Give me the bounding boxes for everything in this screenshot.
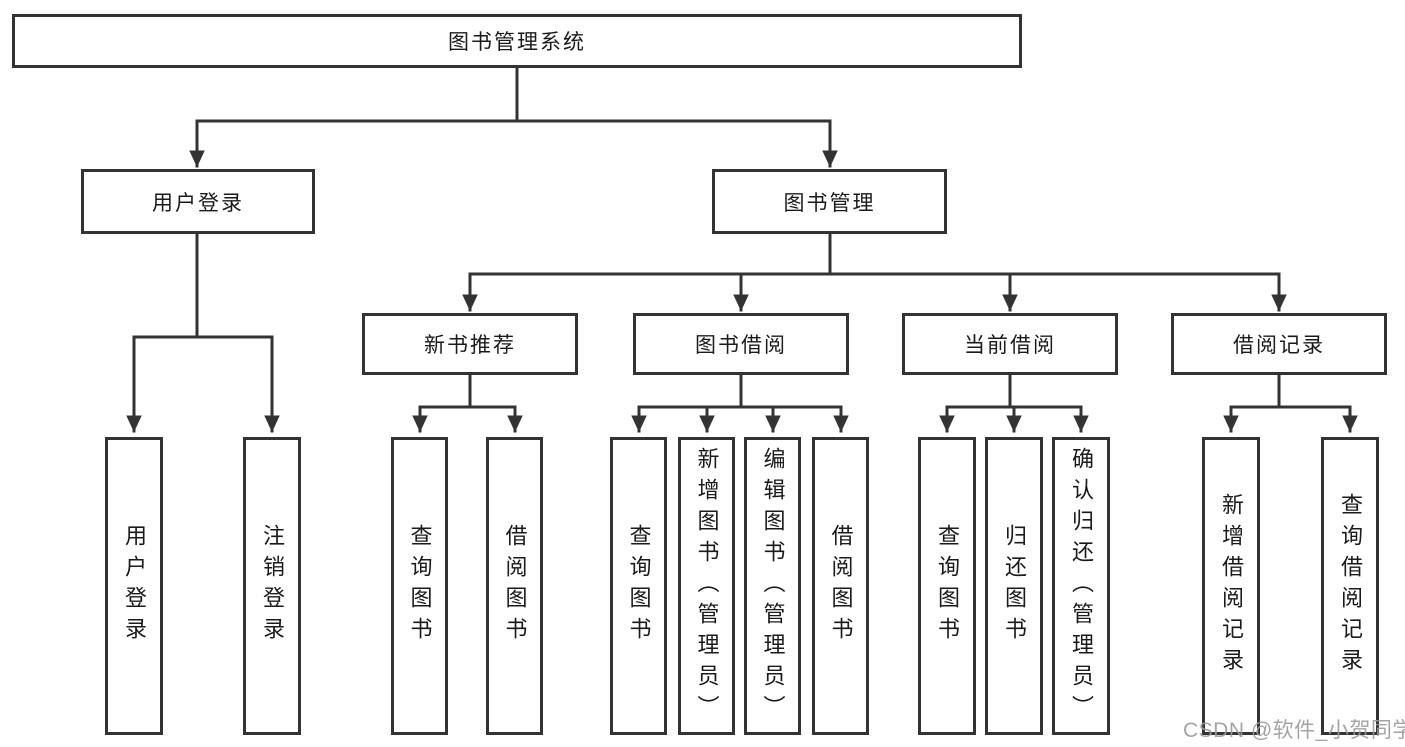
leaf-confirm-return-admin-label: 确认归还（管理员） [1069, 446, 1094, 726]
leaf-query-books-borrow-label: 查询图书 [626, 524, 652, 648]
leaf-user-login-label: 用户登录 [122, 524, 147, 648]
node-borrow-records-label: 借阅记录 [1233, 334, 1325, 357]
leaf-add-borrow-record-label: 新增借阅记录 [1219, 493, 1244, 679]
leaf-edit-book-admin: 编辑图书（管理员） [744, 437, 801, 735]
leaf-query-books-current: 查询图书 [918, 437, 976, 735]
leaf-add-book-admin-label: 新增图书（管理员） [694, 446, 720, 726]
leaf-return-book: 归还图书 [985, 437, 1043, 735]
node-current-borrow: 当前借阅 [902, 313, 1118, 375]
leaf-edit-book-admin-label: 编辑图书（管理员） [760, 446, 786, 726]
leaf-borrow-books-recommend: 借阅图书 [486, 437, 543, 735]
connector-current-borrow-split [945, 373, 1083, 409]
csdn-watermark: CSDN @软件_小贺同学 [1183, 719, 1405, 742]
node-new-book-recommend-label: 新书推荐 [424, 334, 516, 357]
connector-new-book-split [418, 373, 517, 409]
connector-borrow-records-split [1229, 373, 1352, 409]
node-root-label: 图书管理系统 [448, 31, 586, 54]
leaf-borrow-books-label: 借阅图书 [828, 524, 854, 648]
leaf-return-book-label: 归还图书 [1002, 524, 1027, 648]
connector-book-borrow-split [637, 373, 843, 409]
node-user-login-label: 用户登录 [152, 191, 244, 215]
leaf-add-book-admin: 新增图书（管理员） [678, 437, 735, 735]
node-book-borrow-label: 图书借阅 [695, 334, 787, 357]
connector-book-mgmt-split [468, 232, 1281, 276]
leaf-query-books-current-label: 查询图书 [935, 524, 960, 648]
node-user-login: 用户登录 [81, 169, 315, 234]
node-root: 图书管理系统 [12, 14, 1022, 68]
leaf-add-borrow-record: 新增借阅记录 [1202, 437, 1260, 735]
leaf-logout-label: 注销登录 [260, 524, 285, 648]
leaf-query-books-recommend-label: 查询图书 [407, 524, 433, 648]
node-current-borrow-label: 当前借阅 [964, 334, 1056, 357]
leaf-user-login: 用户登录 [105, 437, 163, 735]
leaf-confirm-return-admin: 确认归还（管理员） [1052, 437, 1110, 735]
node-borrow-records: 借阅记录 [1171, 313, 1387, 375]
leaf-logout: 注销登录 [243, 437, 301, 735]
connector-root-split [195, 66, 832, 123]
node-new-book-recommend: 新书推荐 [362, 313, 578, 375]
node-book-management-label: 图书管理 [783, 191, 876, 215]
leaf-borrow-books: 借阅图书 [812, 437, 869, 735]
node-book-management: 图书管理 [712, 169, 947, 234]
leaf-query-borrow-record: 查询借阅记录 [1321, 437, 1379, 735]
leaf-query-borrow-record-label: 查询借阅记录 [1338, 493, 1363, 679]
connector-user-login-split [132, 232, 274, 339]
node-book-borrow: 图书借阅 [633, 313, 849, 375]
leaf-query-books-recommend: 查询图书 [391, 437, 448, 735]
leaf-query-books-borrow: 查询图书 [610, 437, 667, 735]
leaf-borrow-books-recommend-label: 借阅图书 [502, 524, 528, 648]
